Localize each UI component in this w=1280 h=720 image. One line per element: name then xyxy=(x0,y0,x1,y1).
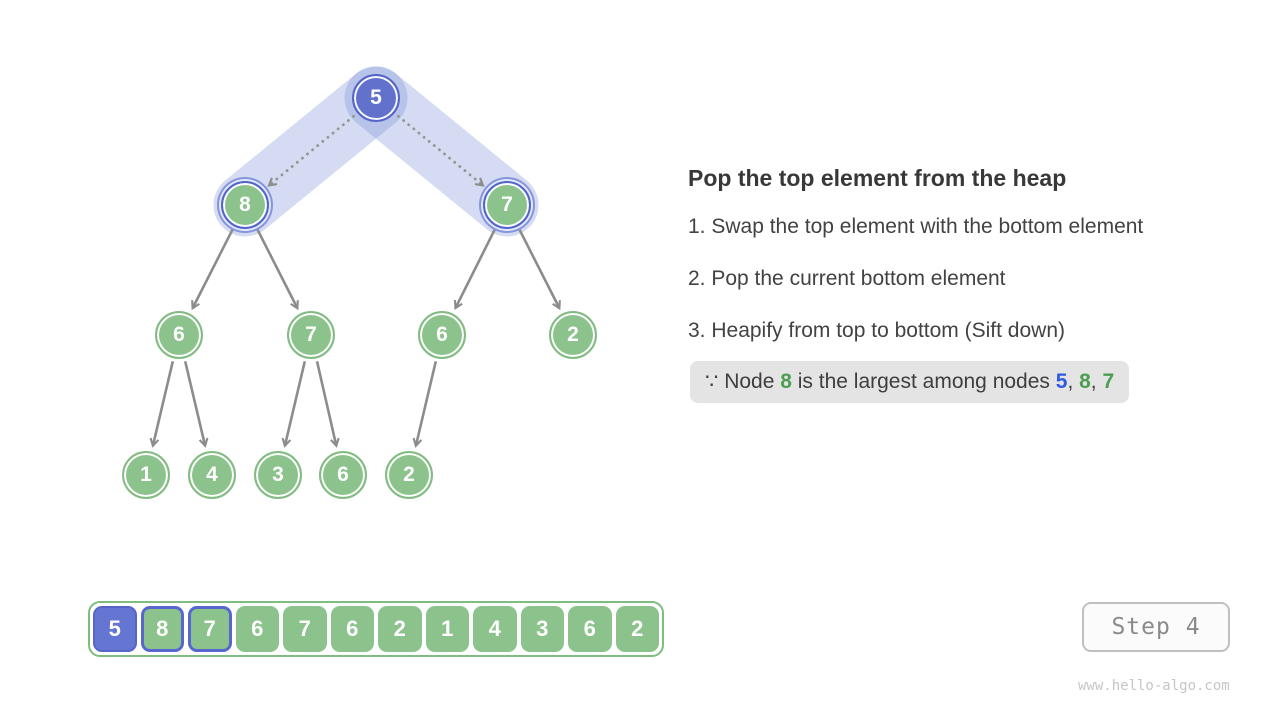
array-cell-8: 8 xyxy=(140,606,184,652)
note-segment: ∵ Node xyxy=(705,370,781,393)
tree-node-2: 2 xyxy=(549,311,597,359)
tree-edge xyxy=(183,360,209,448)
note-segment: , xyxy=(1090,370,1103,393)
tree-node-6: 6 xyxy=(319,451,367,499)
step-line-3: 3. Heapify from top to bottom (Sift down… xyxy=(688,319,1065,342)
tree-node-6: 6 xyxy=(418,311,466,359)
tree-node-6: 6 xyxy=(155,311,203,359)
watermark: www.hello-algo.com xyxy=(1078,678,1230,694)
array-cell-1: 1 xyxy=(425,606,469,652)
tree-edge xyxy=(149,360,175,448)
array-cell-7: 7 xyxy=(188,606,232,652)
tree-edge xyxy=(191,228,234,311)
array-cell-3: 3 xyxy=(520,606,564,652)
tree-edge xyxy=(281,360,307,448)
array-cell-4: 4 xyxy=(473,606,517,652)
tree-edge xyxy=(315,361,340,448)
step-badge-label: Step 4 xyxy=(1111,614,1201,640)
tree-edges-layer xyxy=(149,66,561,448)
tree-node-7: 7 xyxy=(287,311,335,359)
tree-edge xyxy=(256,228,299,311)
array-cell-6: 6 xyxy=(330,606,374,652)
array-cell-7: 7 xyxy=(283,606,327,652)
tree-edge xyxy=(518,228,561,311)
note-segment: is the largest among nodes xyxy=(791,370,1056,393)
steps-list: 1. Swap the top element with the bottom … xyxy=(688,216,1143,372)
tree-edge xyxy=(453,228,497,311)
note-segment: 8 xyxy=(780,370,792,393)
array-cell-6: 6 xyxy=(568,606,612,652)
tree-node-7: 7 xyxy=(483,181,531,229)
array-cell-2: 2 xyxy=(615,606,659,652)
step-badge: Step 4 xyxy=(1082,602,1230,652)
tree-node-1: 1 xyxy=(122,451,170,499)
tree-edge xyxy=(412,360,438,448)
tree-node-5: 5 xyxy=(352,74,400,122)
page-title: Pop the top element from the heap xyxy=(688,165,1067,191)
note-segment: 5 xyxy=(1055,370,1068,393)
tree-node-4: 4 xyxy=(188,451,236,499)
note-box: ∵ Node 8 is the largest among nodes 5, 8… xyxy=(690,361,1130,403)
array-cell-2: 2 xyxy=(378,606,422,652)
array-cell-6: 6 xyxy=(235,606,279,652)
note-segment: , xyxy=(1067,370,1080,393)
note-segment: 8 xyxy=(1079,370,1091,393)
note-segment: 7 xyxy=(1102,370,1115,393)
tree-node-3: 3 xyxy=(254,451,302,499)
step-line-1: 1. Swap the top element with the bottom … xyxy=(688,215,1144,238)
array-cell-5: 5 xyxy=(93,606,137,652)
step-line-2: 2. Pop the current bottom element xyxy=(688,267,1006,290)
tree-node-2: 2 xyxy=(385,451,433,499)
tree-node-8: 8 xyxy=(221,181,269,229)
